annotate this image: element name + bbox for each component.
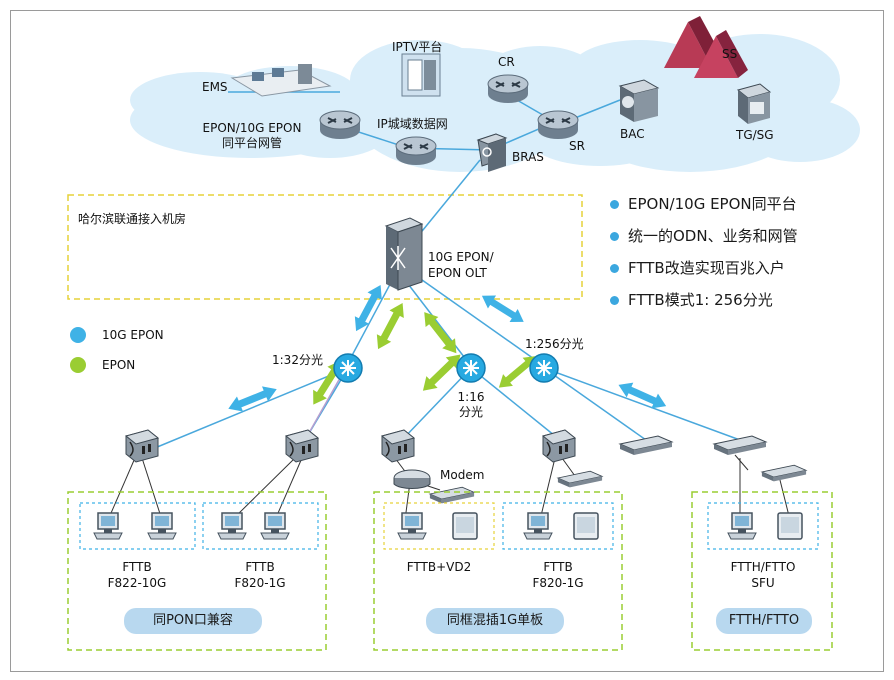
nms-label-line1: EPON/10G EPON (202, 121, 302, 135)
ems-workstation-icon (230, 64, 332, 97)
deploy-label-5-line1: FTTH/FTTO (730, 560, 796, 574)
ss-label: SS (722, 47, 738, 61)
machine-room-box (67, 194, 583, 300)
ems-label: EMS (202, 80, 228, 94)
legend-label-epon: EPON (102, 358, 136, 372)
arrow-10g-2 (477, 289, 528, 329)
arrow-epon-1 (370, 299, 410, 353)
site-box-2 (202, 502, 319, 550)
stb-icon-1 (557, 470, 603, 488)
epon-link (304, 377, 341, 441)
router-icon-ip (395, 136, 437, 166)
splitter-icon-1 (333, 353, 363, 383)
onu-icon-2 (285, 429, 319, 463)
pc-icon (523, 512, 553, 540)
legend-label-10g-epon: 10G EPON (102, 328, 164, 342)
iptv-label: IPTV平台 (392, 40, 443, 54)
sfu-icon-2 (713, 435, 767, 456)
bras-switch-icon (476, 133, 508, 172)
arrow-10g-1 (348, 281, 388, 335)
deploy-label-2-line2: F820-1G (234, 576, 286, 590)
tv-icon (452, 512, 478, 540)
router-icon-nms (319, 110, 361, 140)
group-box-3 (691, 491, 833, 651)
machine-room-label: 哈尔滨联通接入机房 (78, 212, 187, 226)
tv-icon (777, 512, 803, 540)
bras-label: BRAS (512, 150, 544, 164)
deploy-label-4-line2: F820-1G (532, 576, 584, 590)
router-icon-cr (487, 74, 529, 104)
bac-label: BAC (620, 127, 645, 141)
deploy-label-2-line1: FTTB (245, 560, 275, 574)
deploy-label-1-line2: F822-10G (107, 576, 167, 590)
feature-item: EPON/10G EPON同平台 (606, 192, 798, 224)
deploy-label-3-line1: FTTB+VD2 (406, 560, 472, 574)
nms-label-line2: 同平台网管 (221, 136, 283, 150)
group-pill-3: FTTH/FTTO (716, 608, 812, 634)
olt-icon (384, 217, 424, 291)
site-box-5 (707, 502, 819, 550)
stb-icon-3 (429, 486, 475, 504)
splitter-label-2-line1: 1:16 (457, 390, 485, 404)
cr-label: CR (498, 55, 515, 69)
deploy-label-5-line2: SFU (751, 576, 775, 590)
router-icon-sr (537, 110, 579, 140)
feature-item: 统一的ODN、业务和网管 (606, 224, 798, 256)
arrow-epon-2 (417, 307, 463, 359)
onu-icon-4 (542, 429, 576, 463)
server-icon (401, 53, 441, 97)
pc-icon (727, 512, 757, 540)
onu-icon-1 (125, 429, 159, 463)
access-links (107, 454, 791, 521)
group-pill-1: 同PON口兼容 (124, 608, 262, 634)
splitter-label-2-line2: 分光 (458, 405, 484, 419)
deploy-label-4-line1: FTTB (543, 560, 573, 574)
feature-item: FTTB改造实现百兆入户 (606, 256, 798, 288)
group-pill-2: 同框混插1G单板 (426, 608, 564, 634)
softswitch-icon (664, 16, 748, 78)
legend-swatch-10g-epon (70, 327, 86, 343)
diagram-frame (10, 10, 884, 672)
arrow-10g-4 (615, 377, 670, 414)
feature-list: EPON/10G EPON同平台 统一的ODN、业务和网管 FTTB改造实现百兆… (606, 192, 798, 320)
splitter-label-3: 1:256分光 (525, 337, 584, 351)
olt-label-line2: EPON OLT (428, 266, 487, 280)
splitter-icon-2 (456, 353, 486, 383)
tv-icon (573, 512, 599, 540)
gateway-icon (736, 83, 772, 124)
deploy-label-1-line1: FTTB (122, 560, 152, 574)
legend-swatch-epon (70, 357, 86, 373)
olt-label-line1: 10G EPON/ (428, 250, 494, 264)
feature-item: FTTB模式1: 256分光 (606, 288, 798, 320)
splitter-label-1: 1:32分光 (272, 353, 323, 367)
modem-icon (393, 469, 431, 489)
site-box-3 (383, 502, 495, 550)
group-box-2 (373, 491, 623, 651)
tgsg-label: TG/SG (736, 128, 774, 142)
pc-icon (93, 512, 123, 540)
sr-label: SR (569, 139, 585, 153)
onu-icon-3 (381, 429, 415, 463)
splitter-icon-3 (529, 353, 559, 383)
pc-icon (260, 512, 290, 540)
pc-icon (397, 512, 427, 540)
site-box-1 (79, 502, 196, 550)
bac-server-icon (618, 79, 660, 122)
stb-icon-2 (761, 464, 807, 482)
modem-label: Modem (440, 468, 485, 482)
pc-icon (147, 512, 177, 540)
group-box-1 (67, 491, 327, 651)
pc-icon (217, 512, 247, 540)
site-box-4 (502, 502, 614, 550)
sfu-icon-1 (619, 435, 673, 456)
ip-network-label: IP城域数据网 (377, 117, 448, 131)
